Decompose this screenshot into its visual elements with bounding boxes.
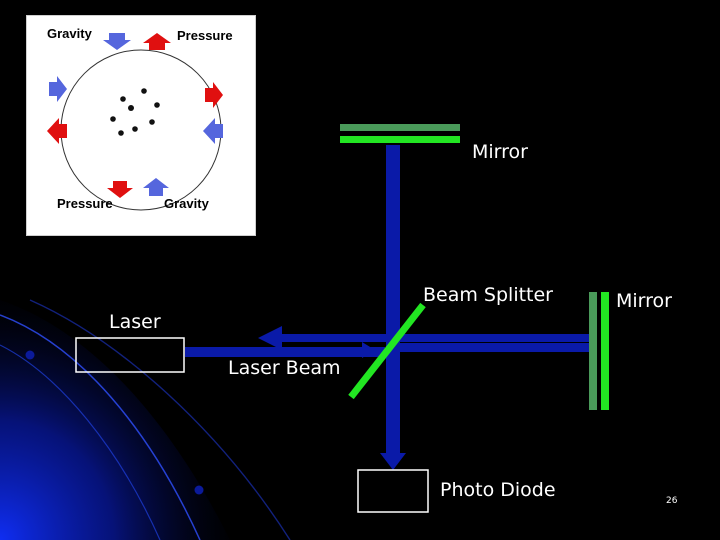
- pressure-arrow-top: [143, 33, 171, 50]
- beam-vertical-upper: [386, 145, 400, 345]
- laser-label: Laser: [109, 311, 161, 333]
- swoosh-dot-lower: [194, 485, 204, 495]
- particle-sphere: [60, 49, 222, 211]
- beam-horizontal-left: [185, 347, 385, 357]
- pressure-top-label: Pressure: [177, 28, 233, 43]
- gravity-top-label: Gravity: [47, 26, 92, 41]
- gravity-arrow-top: [103, 33, 131, 50]
- laser-box: [75, 337, 185, 373]
- swoosh-dot-upper: [25, 350, 35, 360]
- mirror-top: [340, 124, 460, 143]
- beam-vertical-lower: [386, 345, 400, 453]
- photo-diode-box: [357, 469, 429, 513]
- mirror-right-label: Mirror: [616, 290, 672, 312]
- beam-horizontal-return: [275, 334, 590, 342]
- beam-arrowhead-down: [380, 453, 406, 470]
- gravity-arrow-bottom: [143, 178, 169, 196]
- pressure-arrow-bottom: [107, 181, 133, 198]
- pressure-arrow-right: [205, 82, 223, 108]
- beam-horizontal-right: [400, 343, 590, 352]
- photo-diode-label: Photo Diode: [440, 479, 556, 501]
- gravity-arrow-left: [49, 76, 67, 102]
- inset-diagram: [47, 33, 223, 211]
- pressure-arrow-left: [47, 118, 67, 144]
- laser-beam-label: Laser Beam: [228, 357, 341, 379]
- pressure-bottom-label: Pressure: [57, 196, 113, 211]
- particles: [110, 88, 160, 136]
- mirror-right: [589, 292, 609, 410]
- gravity-bottom-label: Gravity: [164, 196, 209, 211]
- gravity-arrow-right: [203, 118, 223, 144]
- background-swoosh: [0, 299, 291, 540]
- gravity-pressure-inset: Gravity Pressure Pressure Gravity: [26, 15, 256, 236]
- beam-paths: [185, 145, 590, 470]
- mirror-top-label: Mirror: [472, 141, 528, 163]
- beam-splitter: [348, 302, 426, 400]
- beam-splitter-label: Beam Splitter: [423, 284, 553, 306]
- page-number: 26: [666, 496, 678, 506]
- beam-arrowhead-right: [362, 342, 375, 358]
- beam-arrowhead-left: [258, 326, 282, 350]
